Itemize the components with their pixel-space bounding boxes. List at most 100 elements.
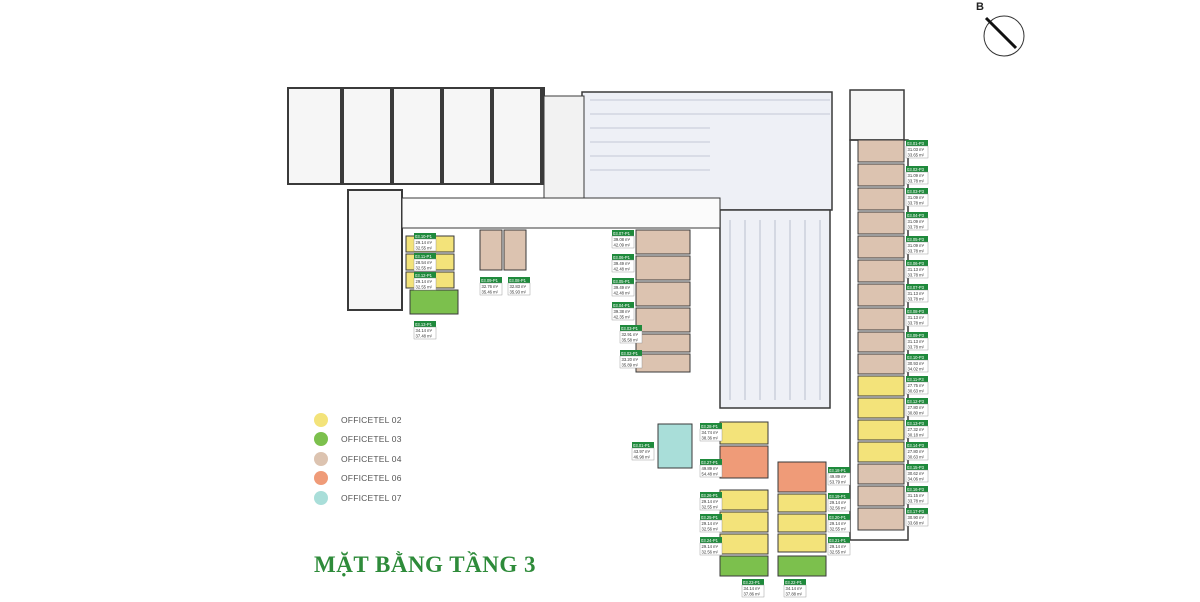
unit-cluster-east: [857, 139, 905, 531]
unit-area-box: [699, 428, 723, 442]
unit-area-a: 32.76 m²: [482, 284, 499, 289]
unit-area-box: [905, 359, 929, 373]
unit-code: 03.15-P3: [907, 465, 925, 470]
unit-area-a: 29.14 m²: [416, 279, 433, 284]
unit-area-box: [905, 447, 929, 461]
unit-area-a: 31.13 m²: [908, 291, 925, 296]
unit-code: 03.10-P3: [907, 355, 925, 360]
unit-code: 03.19-P1: [829, 494, 847, 499]
unit-area-box: [905, 469, 929, 483]
unit-code: 03.09-P3: [907, 333, 925, 338]
unit-area-a: 29.14 m²: [702, 499, 719, 504]
unit-code-tag: [508, 277, 530, 283]
unit-area-box: [413, 258, 437, 272]
unit-code-tag: [906, 508, 928, 514]
unit-code-tag: [784, 579, 806, 585]
unit-code-tag: [700, 492, 722, 498]
unit-area-b: 32.55 m²: [416, 246, 433, 251]
unit-code: 03.23-P1: [743, 580, 761, 585]
unit-area-b: 53.79 m²: [830, 480, 847, 485]
unit-code: 03.18-P1: [829, 468, 847, 473]
legend-label: OFFICETEL 06: [341, 473, 402, 484]
unit-area-b: 32.55 m²: [702, 505, 719, 510]
unit-area-b: 32.56 m²: [702, 527, 719, 532]
legend-swatch: [314, 490, 328, 505]
unit-code-tag: [700, 514, 722, 520]
unit-area-box: [905, 241, 929, 255]
unit-area-box: [699, 464, 723, 478]
unit-code: 03.17-P3: [907, 509, 925, 514]
unit-code: 03.06-P3: [907, 261, 925, 266]
unit-area-b: 37.48 m²: [416, 334, 433, 339]
unit-area-box: [619, 330, 643, 344]
unit-area-a: 29.14 m²: [830, 521, 847, 526]
unit-code: 03.21-P1: [829, 538, 847, 543]
unit-code: 03.04-P1: [613, 303, 631, 308]
unit-area-box: [905, 313, 929, 327]
unit-code: 03.24-P1: [701, 538, 719, 543]
unit-area-a: 31.09 m²: [908, 243, 925, 248]
unit-code-tag: [414, 253, 436, 259]
unit-area-box: [905, 193, 929, 207]
unit-code-tag: [906, 284, 928, 290]
unit-code: 03.05-P3: [907, 237, 925, 242]
unit-area-a: 31.13 m²: [908, 267, 925, 272]
unit-area-box: [619, 355, 643, 369]
unit-area-box: [413, 326, 437, 340]
unit-code: 03.10-P1: [415, 234, 433, 239]
unit-area-b: 33.65 m²: [908, 153, 925, 158]
unit-area-b: 35.58 m²: [622, 338, 639, 343]
unit-code-tag: [906, 140, 928, 146]
unit-area-a: 31.13 m²: [908, 339, 925, 344]
unit-area-b: 33.78 m²: [908, 249, 925, 254]
unit-code-tag: [906, 420, 928, 426]
unit-area-box: [905, 265, 929, 279]
unit-code: 03.13-P1: [415, 322, 433, 327]
unit-area-b: 42.48 m²: [614, 291, 631, 296]
unit-code: 03.06-P1: [613, 255, 631, 260]
unit-area-b: 33.78 m²: [908, 179, 925, 184]
unit-area-a: 31.09 m²: [908, 219, 925, 224]
legend-label: OFFICETEL 04: [341, 453, 402, 464]
unit-area-a: 27.80 m²: [908, 405, 925, 410]
unit-area-box: [905, 171, 929, 185]
unit-code: 03.02-P3: [907, 167, 925, 172]
unit-code-tag: [906, 464, 928, 470]
unit-area-a: 39.38 m²: [614, 309, 631, 314]
unit-area-b: 37.88 m²: [786, 592, 803, 597]
unit-area-box: [827, 472, 851, 486]
unit-area-a: 29.14 m²: [830, 544, 847, 549]
unit-code-tag: [612, 254, 634, 260]
unit-area-box: [905, 403, 929, 417]
unit-area-box: [611, 283, 635, 297]
unit-area-a: 29.14 m²: [416, 240, 433, 245]
legend-item-officetel-03: OFFICETEL 03: [314, 430, 402, 450]
unit-area-b: 35.46 m²: [482, 290, 499, 295]
unit-area-box: [905, 491, 929, 505]
unit-code: 03.28-P1: [701, 424, 719, 429]
unit-area-b: 32.55 m²: [830, 550, 847, 555]
unit-area-a: 27.80 m²: [908, 449, 925, 454]
unit-code: 03.16-P3: [907, 487, 925, 492]
unit-area-box: [699, 519, 723, 533]
legend-label: OFFICETEL 02: [341, 414, 402, 425]
unit-code: 03.02-P1: [621, 351, 639, 356]
unit-area-a: 30.90 m²: [908, 515, 925, 520]
unit-area-box: [905, 513, 929, 527]
unit-code: 03.01-P3: [907, 141, 925, 146]
unit-area-b: 37.86 m²: [744, 592, 761, 597]
